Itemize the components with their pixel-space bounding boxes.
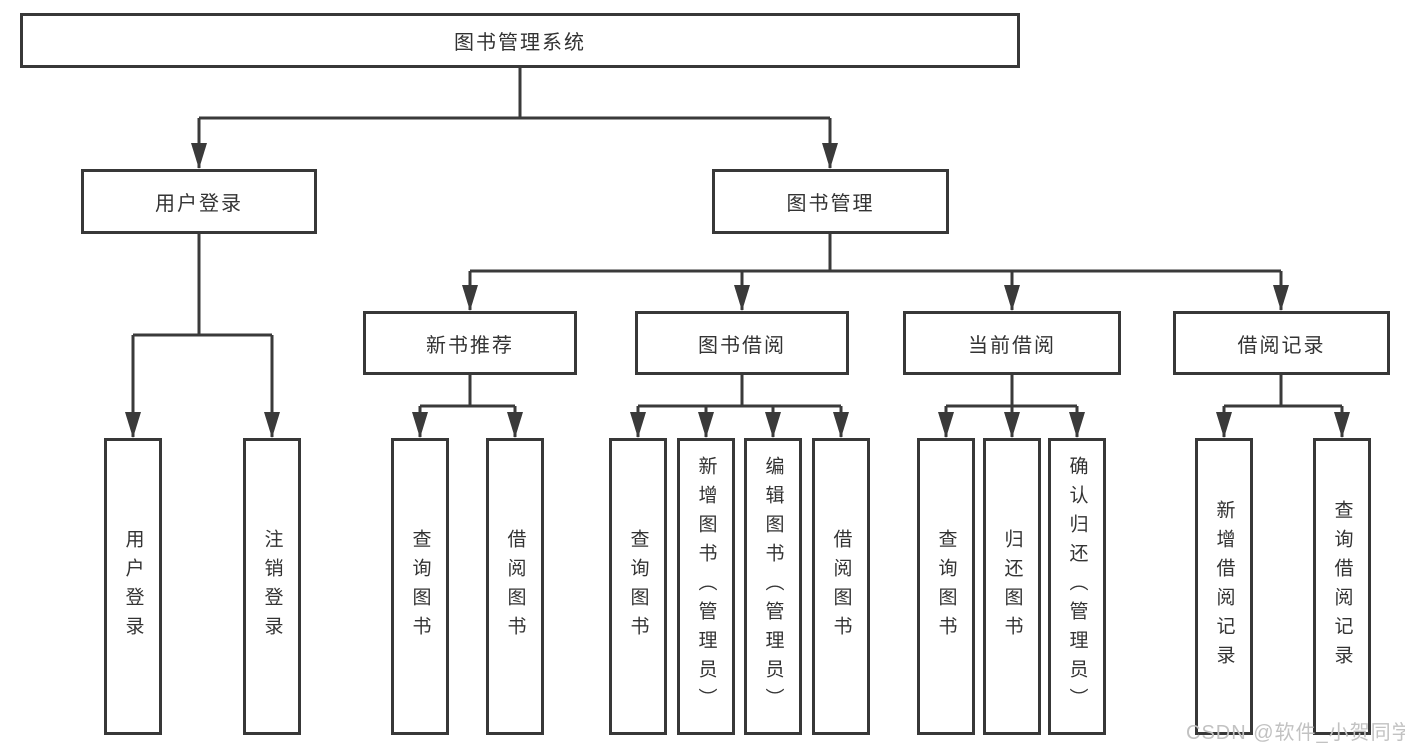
leaf-edit-books-admin: 编辑图书（管理员） — [744, 438, 802, 735]
leaf-edit-books-admin-label: 编辑图书（管理员） — [762, 456, 784, 717]
node-user-login: 用户登录 — [81, 169, 317, 234]
leaf-add-borrow-record-label: 新增借阅记录 — [1213, 499, 1235, 674]
leaf-borrow-books-recommend-label: 借阅图书 — [504, 528, 526, 645]
leaf-confirm-return-admin: 确认归还（管理员） — [1048, 438, 1106, 735]
leaf-add-books-admin-label: 新增图书（管理员） — [695, 456, 717, 717]
connector-book-management — [470, 234, 1281, 273]
connector-current-borrow — [946, 375, 1077, 408]
leaf-query-books-recommend-label: 查询图书 — [409, 528, 431, 645]
node-book-borrow-label: 图书借阅 — [698, 334, 786, 357]
leaf-query-books-borrow-label: 查询图书 — [627, 528, 649, 645]
leaf-logout: 注销登录 — [243, 438, 301, 735]
node-borrow-records-label: 借阅记录 — [1237, 334, 1326, 357]
leaf-return-books-label: 归还图书 — [1001, 528, 1023, 645]
leaf-borrow-books-label: 借阅图书 — [830, 528, 852, 645]
node-user-login-label: 用户登录 — [155, 193, 243, 215]
leaf-borrow-books-recommend: 借阅图书 — [486, 438, 544, 735]
connector-book-borrow — [638, 375, 841, 408]
node-borrow-records: 借阅记录 — [1173, 311, 1390, 375]
connector-borrow-records — [1224, 375, 1342, 408]
leaf-query-borrow-record-label: 查询借阅记录 — [1331, 499, 1353, 674]
leaf-add-books-admin: 新增图书（管理员） — [677, 438, 735, 735]
leaf-query-books-current-label: 查询图书 — [935, 528, 957, 645]
leaf-logout-label: 注销登录 — [261, 528, 283, 645]
watermark: CSDN @软件_小贺同学 — [1186, 722, 1405, 744]
node-new-book-recommend-label: 新书推荐 — [426, 334, 514, 357]
node-current-borrow: 当前借阅 — [903, 311, 1121, 375]
node-book-borrow: 图书借阅 — [635, 311, 849, 375]
leaf-confirm-return-admin-label: 确认归还（管理员） — [1066, 456, 1088, 717]
node-root-system: 图书管理系统 — [20, 13, 1020, 68]
leaf-query-borrow-record: 查询借阅记录 — [1313, 438, 1371, 735]
leaf-borrow-books: 借阅图书 — [812, 438, 870, 735]
connector-new-book-recommend — [420, 375, 515, 408]
leaf-query-books-recommend: 查询图书 — [391, 438, 449, 735]
leaf-add-borrow-record: 新增借阅记录 — [1195, 438, 1253, 735]
connector-user-login — [133, 234, 272, 337]
connector-root — [199, 68, 830, 120]
node-new-book-recommend: 新书推荐 — [363, 311, 577, 375]
leaf-query-books-borrow: 查询图书 — [609, 438, 667, 735]
node-book-management-label: 图书管理 — [786, 193, 875, 215]
node-current-borrow-label: 当前借阅 — [968, 334, 1056, 357]
leaf-user-login: 用户登录 — [104, 438, 162, 735]
leaf-return-books: 归还图书 — [983, 438, 1041, 735]
node-root-system-label: 图书管理系统 — [454, 32, 586, 54]
leaf-query-books-current: 查询图书 — [917, 438, 975, 735]
node-book-management: 图书管理 — [712, 169, 949, 234]
leaf-user-login-label: 用户登录 — [122, 528, 144, 645]
